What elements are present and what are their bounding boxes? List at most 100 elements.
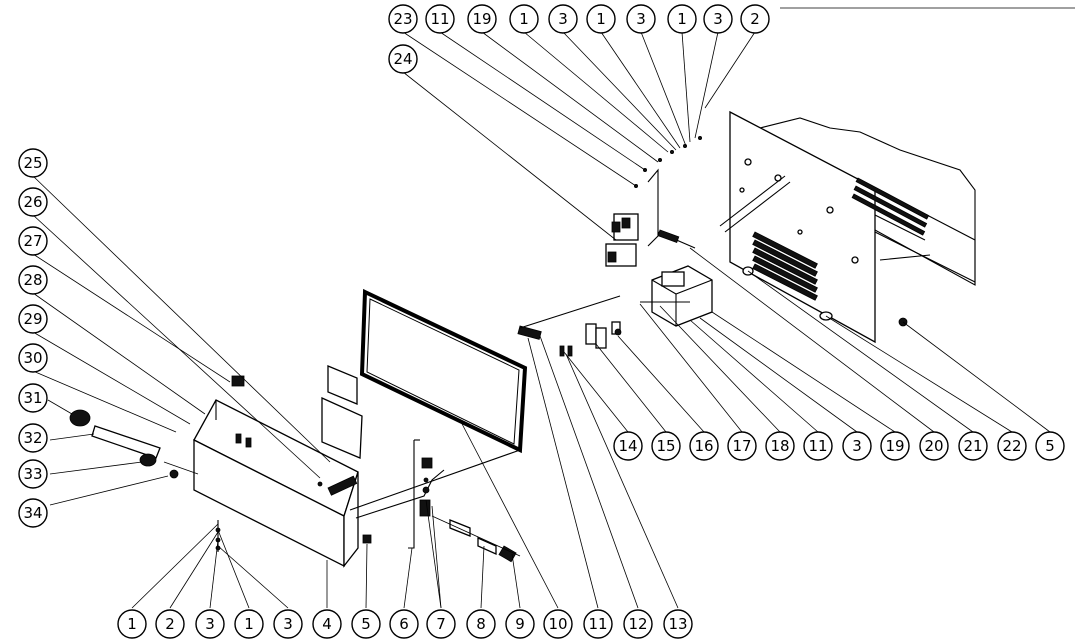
relay-component — [605, 213, 639, 267]
callout-number: 33 — [23, 465, 42, 483]
callout-bubble: 30 — [18, 343, 48, 373]
callout-bubble: 1 — [667, 4, 697, 34]
callout-bubble: 19 — [467, 4, 497, 34]
cover-plates — [231, 365, 363, 459]
mounting-bracket — [634, 135, 703, 249]
callout-number: 20 — [924, 437, 943, 455]
callout-bubble: 4 — [312, 609, 342, 639]
callout-number: 19 — [885, 437, 904, 455]
callout-number: 29 — [23, 310, 42, 328]
callout-number: 5 — [1045, 437, 1055, 455]
callout-bubble: 25 — [18, 148, 48, 178]
callout-bubble: 28 — [18, 265, 48, 295]
callout-bubble: 8 — [466, 609, 496, 639]
callout-bubble: 24 — [388, 44, 418, 74]
callout-number: 11 — [808, 437, 827, 455]
callout-number: 32 — [23, 429, 42, 447]
callout-number: 5 — [361, 615, 371, 633]
callout-bubble: 3 — [842, 431, 872, 461]
callout-bubble: 11 — [583, 609, 613, 639]
callout-bubble: 26 — [18, 187, 48, 217]
callout-number: 23 — [393, 10, 412, 28]
terminal-blocks — [517, 295, 622, 357]
callout-bubble: 12 — [623, 609, 653, 639]
callout-bubble: 23 — [388, 4, 418, 34]
callout-number: 26 — [23, 193, 42, 211]
callout-number: 18 — [770, 437, 789, 455]
callout-number: 19 — [472, 10, 491, 28]
callout-number: 8 — [476, 615, 486, 633]
callout-number: 1 — [677, 10, 687, 28]
callout-bubble: 6 — [389, 609, 419, 639]
callout-number: 30 — [23, 349, 42, 367]
bottom-parts — [408, 439, 521, 563]
callout-bubble: 15 — [651, 431, 681, 461]
callout-number: 22 — [1002, 437, 1021, 455]
left-fittings — [69, 409, 199, 479]
callout-number: 13 — [668, 615, 687, 633]
callout-number: 28 — [23, 271, 42, 289]
callout-bubble: 7 — [426, 609, 456, 639]
callout-number: 34 — [23, 504, 42, 522]
callout-bubble: 34 — [18, 498, 48, 528]
callout-bubble: 9 — [505, 609, 535, 639]
callout-number: 12 — [628, 615, 647, 633]
callout-bubble: 27 — [18, 226, 48, 256]
callout-bubble: 3 — [703, 4, 733, 34]
callout-number: 4 — [322, 615, 332, 633]
leader-lines — [32, 31, 1051, 609]
callout-number: 7 — [436, 615, 446, 633]
callout-bubble: 3 — [626, 4, 656, 34]
callout-number: 1 — [519, 10, 529, 28]
gasket-frame — [359, 288, 528, 454]
callout-group-top-row: 23 11 19 1 3 1 3 1 3 2 — [388, 4, 770, 34]
callout-number: 16 — [694, 437, 713, 455]
callout-number: 11 — [430, 10, 449, 28]
callout-number: 17 — [732, 437, 751, 455]
callout-bubble: 29 — [18, 304, 48, 334]
callout-number: 3 — [713, 10, 723, 28]
panel-vent-slots — [752, 177, 930, 301]
callout-bubble: 13 — [663, 609, 693, 639]
callout-number: 21 — [963, 437, 982, 455]
callout-bubble: 17 — [727, 431, 757, 461]
callout-number: 10 — [548, 615, 567, 633]
callout-number: 3 — [636, 10, 646, 28]
callout-bubble: 3 — [273, 609, 303, 639]
callout-number: 1 — [596, 10, 606, 28]
callout-number: 3 — [205, 615, 215, 633]
callout-bubble: 16 — [689, 431, 719, 461]
main-enclosure — [193, 399, 372, 568]
wire-bundle — [349, 449, 521, 519]
callout-number: 27 — [23, 232, 42, 250]
back-panel-assembly — [719, 110, 976, 344]
callout-number: 1 — [127, 615, 137, 633]
callout-bubble: 2 — [155, 609, 185, 639]
callout-bubble: 5 — [1035, 431, 1065, 461]
callout-bubble: 32 — [18, 423, 48, 453]
callout-bubble: 19 — [880, 431, 910, 461]
callout-number: 2 — [165, 615, 175, 633]
callout-number: 15 — [656, 437, 675, 455]
callout-bubble: 11 — [425, 4, 455, 34]
callout-bubble: 1 — [509, 4, 539, 34]
callout-bubble: 31 — [18, 383, 48, 413]
callout-number: 1 — [244, 615, 254, 633]
callout-bubble: 10 — [543, 609, 573, 639]
callout-number: 2 — [750, 10, 760, 28]
callout-number: 11 — [588, 615, 607, 633]
callout-bubble: 18 — [765, 431, 795, 461]
callout-number: 24 — [393, 50, 412, 68]
callout-bubble: 20 — [919, 431, 949, 461]
callout-number: 14 — [618, 437, 637, 455]
callout-number: 25 — [23, 154, 42, 172]
callout-bubble: 22 — [997, 431, 1027, 461]
callout-number: 3 — [558, 10, 568, 28]
callout-bubble: 3 — [195, 609, 225, 639]
callout-bubble: 5 — [351, 609, 381, 639]
callout-bubble: 1 — [117, 609, 147, 639]
callout-bubble: 2 — [740, 4, 770, 34]
callout-bubble: 33 — [18, 459, 48, 489]
callout-bubble: 1 — [234, 609, 264, 639]
